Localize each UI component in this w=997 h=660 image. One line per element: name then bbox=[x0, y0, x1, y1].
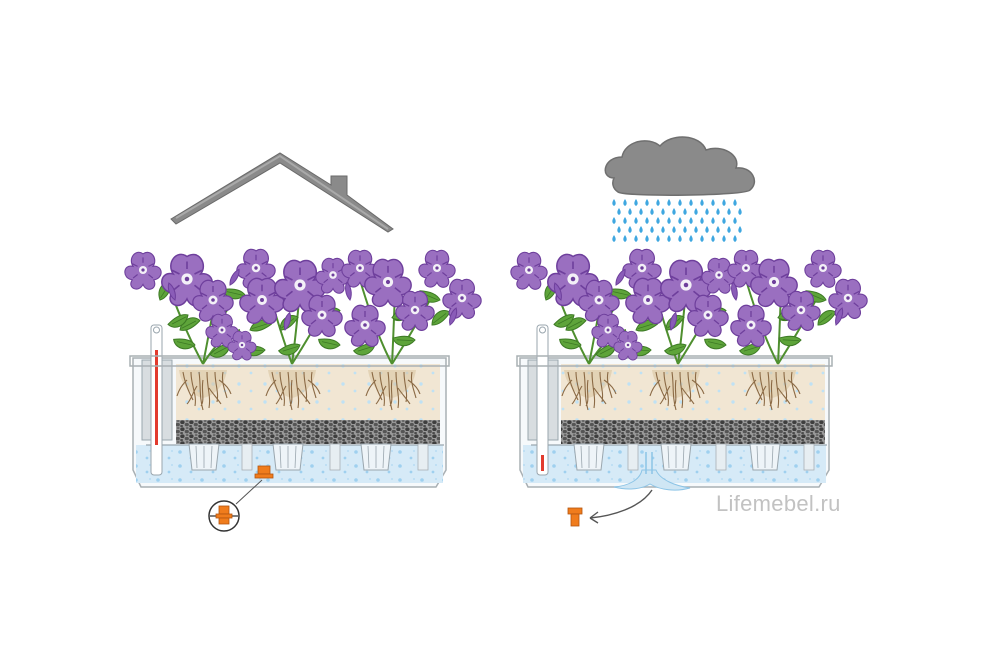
rain-drop bbox=[683, 226, 687, 233]
rain-drop bbox=[639, 208, 643, 215]
rain-drops bbox=[612, 199, 742, 242]
rain-drop bbox=[727, 208, 731, 215]
clay-granules bbox=[176, 420, 440, 444]
rain-drop bbox=[733, 199, 737, 206]
rain-drop bbox=[661, 226, 665, 233]
rain-drop bbox=[678, 217, 682, 224]
rain-drop bbox=[689, 199, 693, 206]
rain-drop bbox=[683, 208, 687, 215]
rain-drop bbox=[727, 226, 731, 233]
rain-drop bbox=[650, 208, 654, 215]
rain-drop bbox=[689, 235, 693, 242]
rain-drop bbox=[711, 235, 715, 242]
drain-plug-removed bbox=[567, 507, 583, 527]
rain-drop bbox=[738, 226, 742, 233]
rain-drop bbox=[716, 208, 720, 215]
rain-drop bbox=[711, 199, 715, 206]
rain-drop bbox=[634, 217, 638, 224]
petunia-flower bbox=[730, 304, 772, 348]
rain-drop bbox=[634, 199, 638, 206]
rain-drop bbox=[700, 235, 704, 242]
petunia-plants bbox=[510, 248, 868, 365]
drain-plug-detail-icon bbox=[208, 500, 240, 532]
rain-drop bbox=[612, 235, 616, 242]
rain-drop bbox=[722, 199, 726, 206]
water-level-gauge bbox=[527, 324, 559, 476]
rain-drop bbox=[645, 199, 649, 206]
petunia-flower bbox=[510, 251, 548, 290]
rain-drop bbox=[733, 235, 737, 242]
petunia-flower bbox=[124, 251, 162, 290]
rain-drop bbox=[722, 235, 726, 242]
rain-drop bbox=[634, 235, 638, 242]
rain-drop bbox=[678, 235, 682, 242]
drain-plug-closed bbox=[254, 465, 274, 479]
rain-drop bbox=[628, 208, 632, 215]
petunia-plants bbox=[124, 248, 482, 365]
rain-drop bbox=[617, 226, 621, 233]
rain-drop bbox=[694, 226, 698, 233]
rain-drop bbox=[667, 235, 671, 242]
rain-drop bbox=[612, 199, 616, 206]
rain-drop bbox=[617, 208, 621, 215]
rain-drop bbox=[722, 217, 726, 224]
rain-drop bbox=[705, 208, 709, 215]
rain-drop bbox=[628, 226, 632, 233]
rain-planter bbox=[510, 248, 868, 527]
petunia-flower bbox=[828, 278, 868, 319]
sheltered-planter bbox=[124, 248, 482, 532]
rain-drop bbox=[705, 226, 709, 233]
water-level-gauge bbox=[141, 324, 173, 476]
watermark-text: Lifemebel.ru bbox=[716, 491, 841, 516]
rain-drop bbox=[700, 199, 704, 206]
rain-drop bbox=[733, 217, 737, 224]
rain-drop bbox=[689, 217, 693, 224]
rain-drop bbox=[656, 235, 660, 242]
rain-drop bbox=[661, 208, 665, 215]
rain-drop bbox=[667, 199, 671, 206]
rain-drop bbox=[716, 226, 720, 233]
rain-drop bbox=[623, 235, 627, 242]
rain-drop bbox=[639, 226, 643, 233]
rain-drop bbox=[656, 217, 660, 224]
rain-drop bbox=[645, 235, 649, 242]
rain-drop bbox=[672, 226, 676, 233]
rain-drop bbox=[694, 208, 698, 215]
drain-water-flow bbox=[613, 452, 691, 491]
petunia-flower bbox=[442, 278, 482, 319]
rain-drop bbox=[650, 226, 654, 233]
drain-arrow-icon bbox=[589, 489, 653, 519]
rain-cloud-icon bbox=[604, 136, 756, 196]
rain-drop bbox=[623, 217, 627, 224]
rain-drop bbox=[738, 208, 742, 215]
rain-drop bbox=[645, 217, 649, 224]
petunia-flower bbox=[418, 249, 456, 288]
rain-drop bbox=[700, 217, 704, 224]
rain-drop bbox=[711, 217, 715, 224]
petunia-flower bbox=[804, 249, 842, 288]
rain-drop bbox=[612, 217, 616, 224]
house-roof-icon bbox=[170, 152, 394, 233]
rain-drop bbox=[623, 199, 627, 206]
petunia-flower bbox=[344, 304, 386, 348]
clay-granules bbox=[561, 420, 825, 444]
rain-drop bbox=[656, 199, 660, 206]
rain-drop bbox=[678, 199, 682, 206]
rain-drop bbox=[672, 208, 676, 215]
rain-drop bbox=[667, 217, 671, 224]
